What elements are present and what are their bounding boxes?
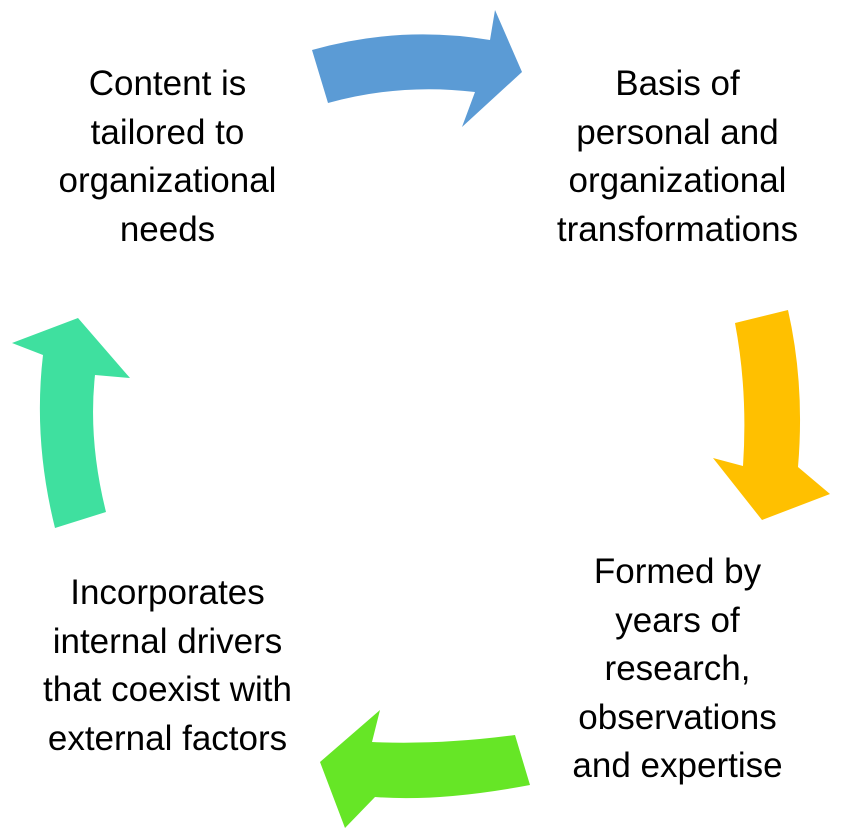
node-line: Basis of (615, 64, 740, 103)
node-top-right-text: Basis of personal and organizational tra… (525, 60, 830, 254)
node-line: needs (119, 209, 216, 249)
node-line: Content is (88, 64, 247, 103)
node-line: research, (604, 649, 751, 688)
node-line: internal drivers (52, 621, 283, 661)
node-line: external factors (47, 718, 288, 758)
arrow-bottom-right-to-bottom-left (320, 710, 530, 828)
arrow-bottom-left-to-top-left (12, 318, 130, 528)
node-line: organizational (568, 161, 787, 200)
node-line: transformations (556, 209, 799, 249)
arrow-top-left-to-top-right (312, 10, 522, 127)
node-top-left-text: Content is tailored to organizational ne… (20, 60, 315, 254)
node-line: Incorporates (70, 573, 265, 612)
node-line: years of (615, 600, 740, 640)
arrow-top-right-to-bottom-right (713, 310, 830, 520)
node-line: tailored to (90, 112, 245, 152)
node-bottom-right-text: Formed by years of research, observation… (530, 548, 825, 791)
node-line: observations (578, 697, 777, 737)
node-line: and expertise (572, 746, 783, 785)
node-line: Formed by (593, 552, 762, 591)
node-line: that coexist with (43, 670, 292, 709)
node-line: personal and (576, 112, 779, 152)
node-line: organizational (58, 161, 277, 200)
node-bottom-left-text: Incorporates internal drivers that coexi… (15, 569, 320, 763)
